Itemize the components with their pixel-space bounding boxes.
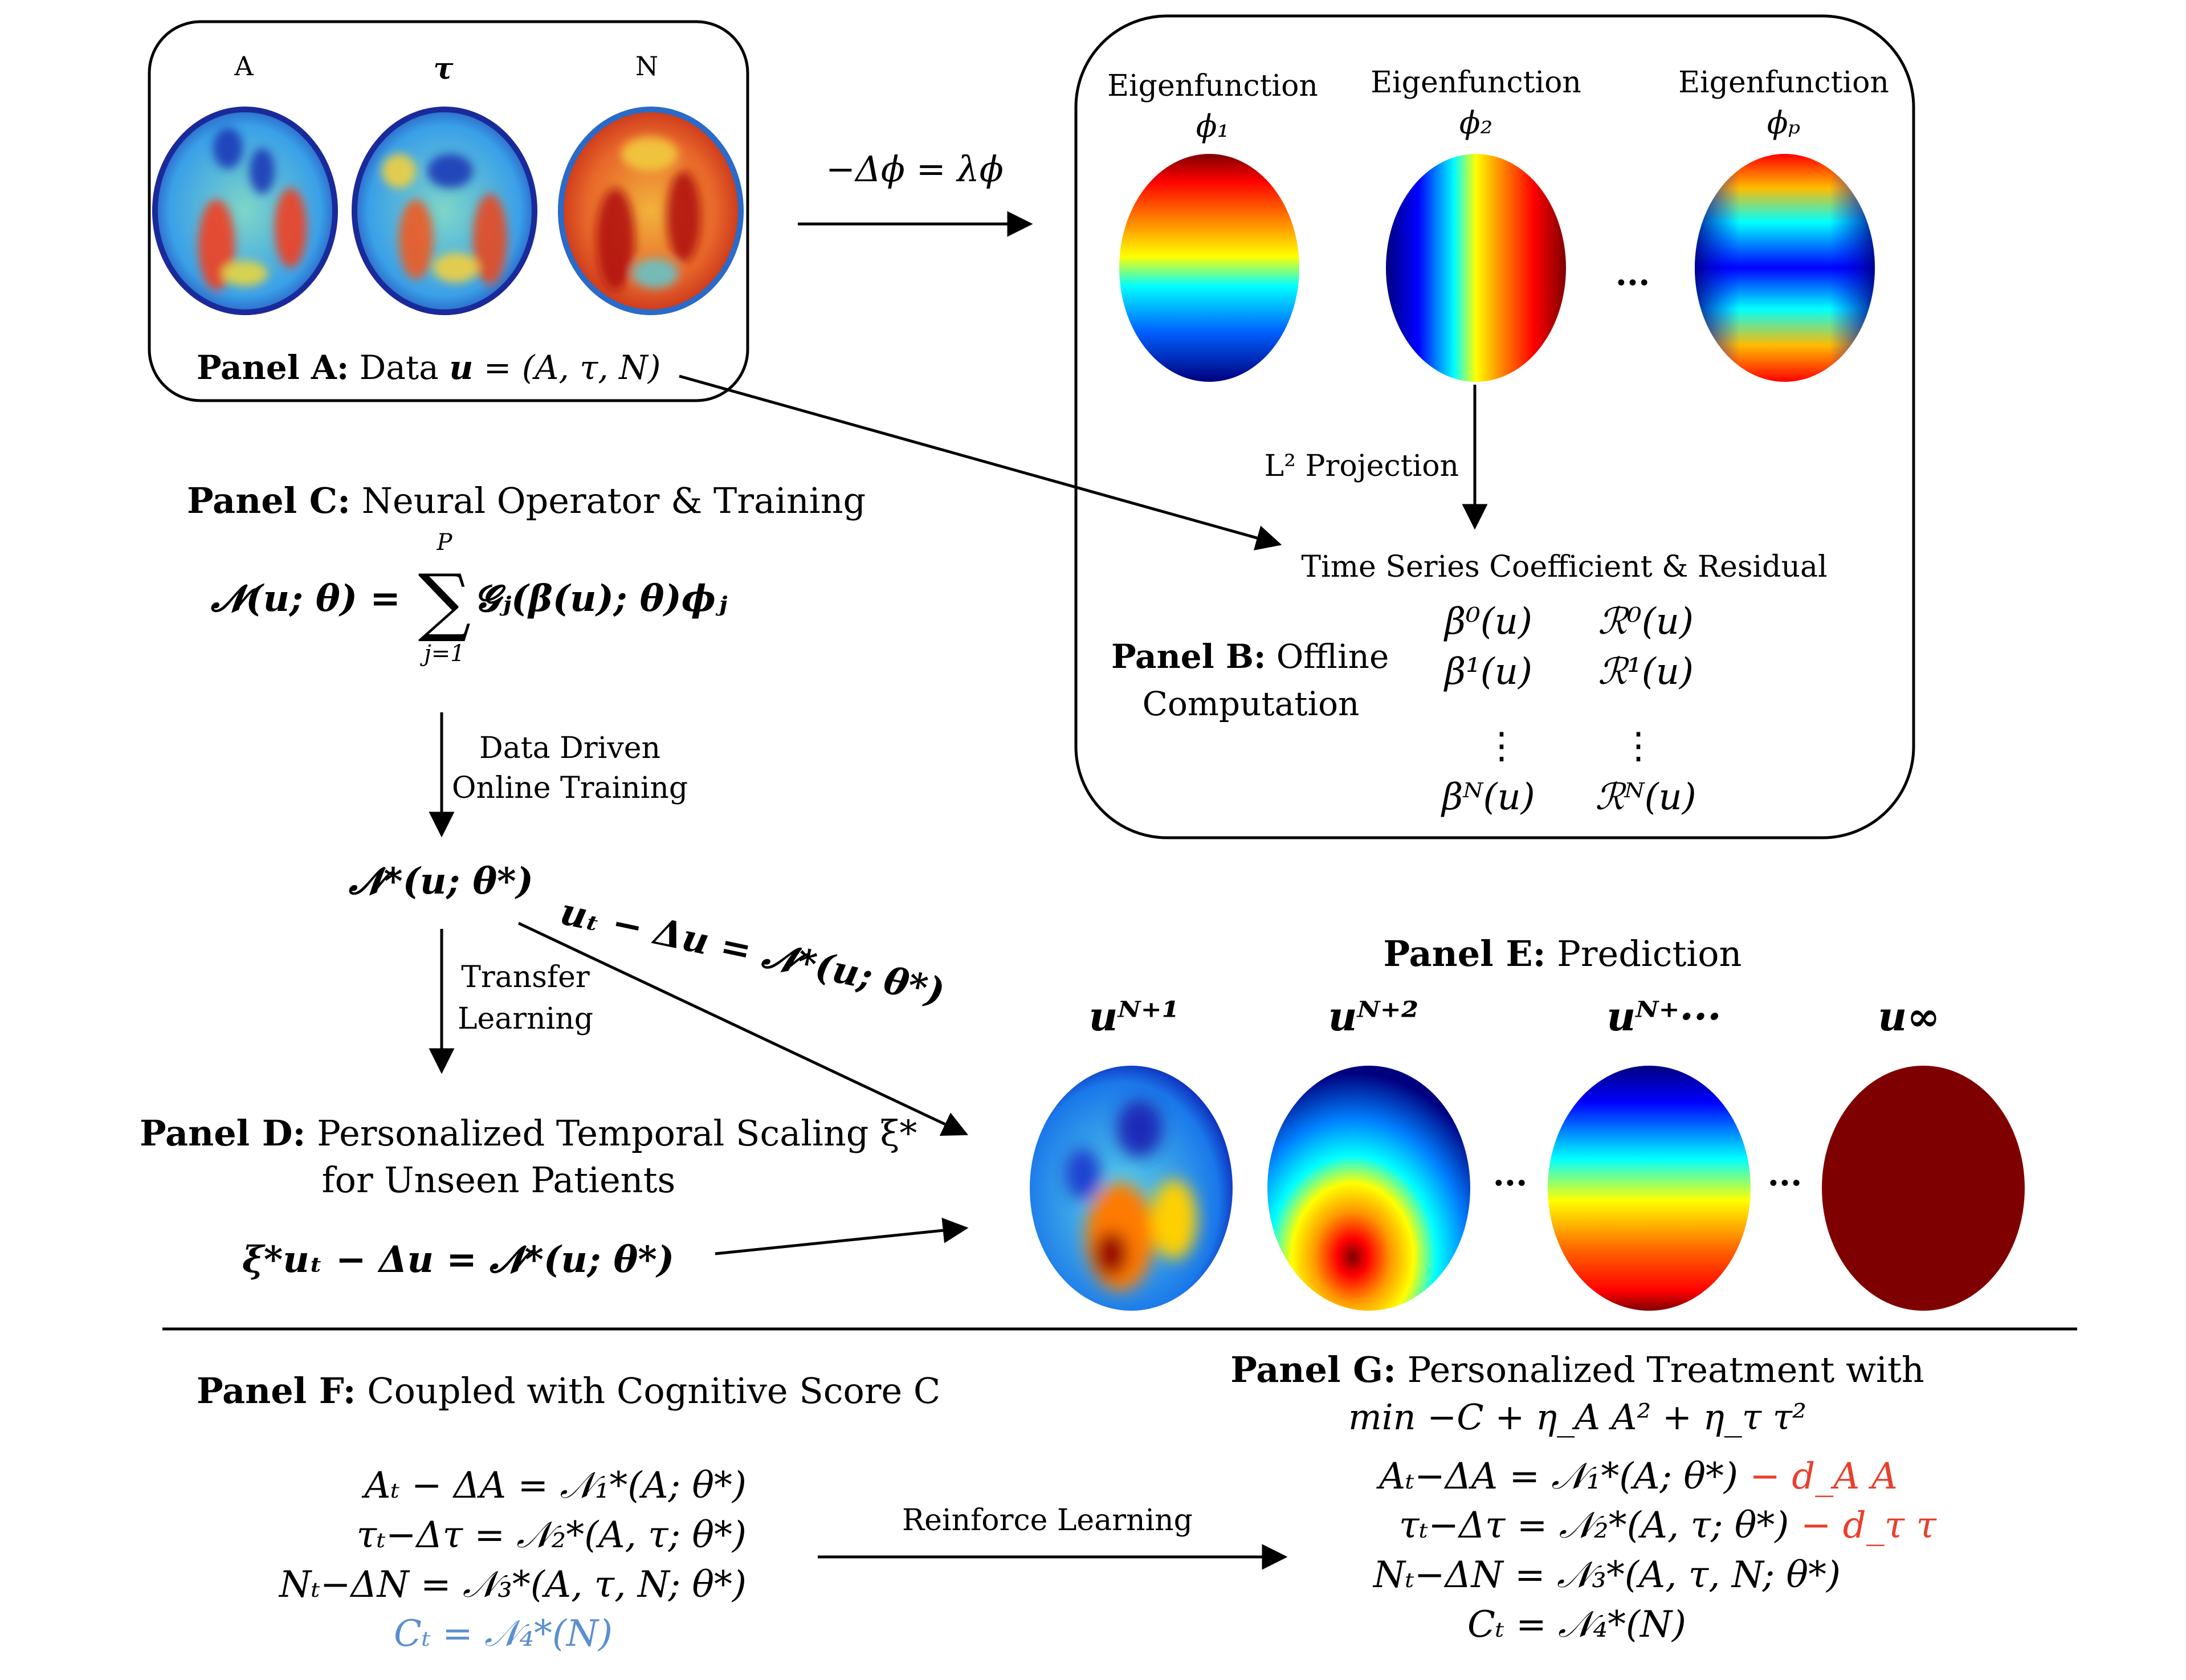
panel-b-caption-line2: Computation — [1143, 684, 1360, 723]
panel-c-caption: Panel C: Neural Operator & Training — [187, 480, 866, 521]
eigen-ellipsis: ... — [1616, 254, 1650, 293]
arrow-scaling-to-prediction — [715, 1217, 969, 1255]
transfer-label-line1: Transfer — [461, 960, 590, 994]
panel-g-head: Panel G: — [1230, 1349, 1396, 1391]
panel-b-head: Panel B: — [1111, 637, 1266, 676]
operator-rhs: 𝓖ⱼ(β(u); θ)ϕⱼ — [474, 577, 728, 620]
panel-f-eq-c: Cₜ = 𝒩₄*(N) — [394, 1613, 613, 1655]
panel-g-caption-rest: Personalized Treatment with — [1396, 1349, 1924, 1391]
prediction-label-4: u∞ — [1878, 993, 1940, 1040]
arrow-operator-to-prediction — [517, 921, 969, 1136]
training-label-line1: Data Driven — [479, 731, 660, 765]
brain-image-amyloid — [152, 107, 338, 315]
panel-g-eq-c: Cₜ = 𝒩₄*(N) — [1467, 1604, 1686, 1646]
prediction-map-1 — [1030, 1066, 1233, 1311]
panel-e-caption-rest: Prediction — [1545, 933, 1742, 974]
panel-d-caption-line2: for Unseen Patients — [322, 1159, 676, 1201]
prediction-ellipsis-2: ... — [1768, 1155, 1802, 1193]
panel-g-eq-tau-treatment: − d_τ τ — [1789, 1504, 1937, 1547]
sum-symbol: ∑ — [418, 558, 471, 645]
panel-f-eq-a: Aₜ − ΔA = 𝒩₁*(A; θ*) — [361, 1465, 747, 1507]
treatment-objective: min −C + η_A A² + η_τ τ² — [1348, 1396, 1806, 1438]
eigen-symbol-2: ϕ₂ — [1459, 105, 1492, 141]
residual-1: ℛ¹(u) — [1598, 651, 1694, 693]
eigenfunction-map-2 — [1386, 154, 1566, 382]
sum-lower-limit: j=1 — [419, 641, 464, 667]
panel-c-head: Panel C: — [187, 480, 350, 521]
panel-c-caption-rest: Neural Operator & Training — [350, 480, 866, 521]
panel-a-caption: Panel A: Data u = (A, τ, N) — [197, 348, 661, 387]
prediction-map-2 — [1267, 1066, 1470, 1311]
brain-image-tau — [352, 107, 537, 315]
panel-a-eq-u: u — [449, 348, 473, 387]
brain-image-neurodegeneration — [558, 107, 744, 315]
residual-vdots: ⋮ — [1620, 725, 1657, 767]
panel-b-frame — [1074, 14, 1915, 839]
arrow-data-to-timeseries — [679, 374, 1282, 551]
transfer-label-line2: Learning — [458, 1002, 593, 1036]
beta-0: β⁰(u) — [1443, 601, 1532, 643]
panel-f-head: Panel F: — [197, 1370, 356, 1412]
beta-vdots: ⋮ — [1483, 725, 1520, 767]
panel-f-caption: Panel F: Coupled with Cognitive Score C — [197, 1370, 940, 1412]
prediction-map-3 — [1548, 1066, 1751, 1311]
eigen-symbol-1: ϕ₁ — [1196, 108, 1229, 144]
sum-upper-limit: P — [437, 529, 453, 556]
panel-a-head: Panel A: — [197, 348, 349, 387]
panel-a-eq-rest: = (A, τ, N) — [473, 348, 660, 387]
residual-0: ℛ⁰(u) — [1598, 601, 1694, 643]
reinforce-learning-label: Reinforce Learning — [902, 1503, 1193, 1538]
prediction-label-2: uᴺ⁺² — [1328, 993, 1419, 1040]
operator-lhs: 𝓝(u; θ) = — [210, 577, 401, 620]
trained-pde-equation: uₜ − Δu = 𝓝*(u; θ*) — [557, 890, 948, 1013]
panel-g-eq-tau: τₜ−Δτ = 𝒩₂*(A, τ; θ*) − d_τ τ — [1399, 1504, 1937, 1547]
panel-a-label-tau: τ — [434, 51, 454, 86]
eigenfunction-map-p — [1695, 154, 1875, 382]
panel-a-label-n: N — [635, 51, 658, 81]
panel-g-eq-a: Aₜ−ΔA = 𝒩₁*(A; θ*) − d_A A — [1376, 1455, 1898, 1498]
panel-d-caption-rest: Personalized Temporal Scaling ξ* — [305, 1112, 917, 1154]
eigen-label-p: Eigenfunction — [1678, 66, 1889, 100]
eigen-label-2: Eigenfunction — [1371, 66, 1581, 100]
beta-n: βᴺ(u) — [1441, 776, 1535, 818]
prediction-label-1: uᴺ⁺¹ — [1089, 993, 1180, 1040]
panel-f-eq-n: Nₜ−ΔN = 𝒩₃*(A, τ, N; θ*) — [278, 1564, 747, 1606]
eigen-symbol-p: ϕₚ — [1767, 105, 1800, 141]
prediction-ellipsis-1: ... — [1493, 1155, 1528, 1193]
panel-g-caption: Panel G: Personalized Treatment with — [1230, 1349, 1924, 1391]
panel-a-caption-rest: Data — [349, 348, 449, 387]
residual-n: ℛᴺ(u) — [1595, 776, 1696, 818]
l2-projection-label: L² Projection — [1265, 449, 1459, 483]
panel-f-eq-tau: τₜ−Δτ = 𝒩₂*(A, τ; θ*) — [357, 1514, 747, 1556]
panel-g-eq-a-treatment: − d_A A — [1738, 1455, 1898, 1498]
panel-e-caption: Panel E: Prediction — [1384, 933, 1742, 974]
prediction-map-steady-state — [1822, 1066, 2025, 1311]
panel-f-caption-rest: Coupled with Cognitive Score C — [356, 1370, 940, 1412]
panel-g-eq-n: Nₜ−ΔN = 𝒩₃*(A, τ, N; θ*) — [1372, 1554, 1841, 1596]
eigen-label-1: Eigenfunction — [1107, 69, 1318, 103]
training-label-line2: Online Training — [452, 771, 688, 805]
eigenfunction-map-1 — [1119, 154, 1299, 382]
beta-1: β¹(u) — [1443, 651, 1532, 693]
eigen-equation: −Δϕ = λϕ — [826, 148, 1004, 190]
trained-operator: 𝓝*(u; θ*) — [348, 860, 533, 903]
panel-e-head: Panel E: — [1384, 933, 1546, 974]
panel-b-caption-rest: Offline — [1266, 637, 1389, 676]
panel-d-caption-line1: Panel D: Personalized Temporal Scaling ξ… — [140, 1112, 917, 1154]
time-series-title: Time Series Coefficient & Residual — [1301, 550, 1827, 584]
prediction-label-3: uᴺ⁺··· — [1606, 993, 1721, 1040]
panel-a-frame — [148, 20, 749, 402]
panel-g-eq-tau-main: τₜ−Δτ = 𝒩₂*(A, τ; θ*) — [1399, 1504, 1789, 1547]
personalized-pde-equation: ξ*uₜ − Δu = 𝓝*(u; θ*) — [242, 1238, 674, 1281]
panel-a-label-a: A — [234, 51, 254, 81]
panel-d-head: Panel D: — [140, 1112, 305, 1154]
panel-g-eq-a-main: Aₜ−ΔA = 𝒩₁*(A; θ*) — [1376, 1455, 1738, 1498]
panel-b-caption-line1: Panel B: Offline — [1111, 637, 1389, 676]
